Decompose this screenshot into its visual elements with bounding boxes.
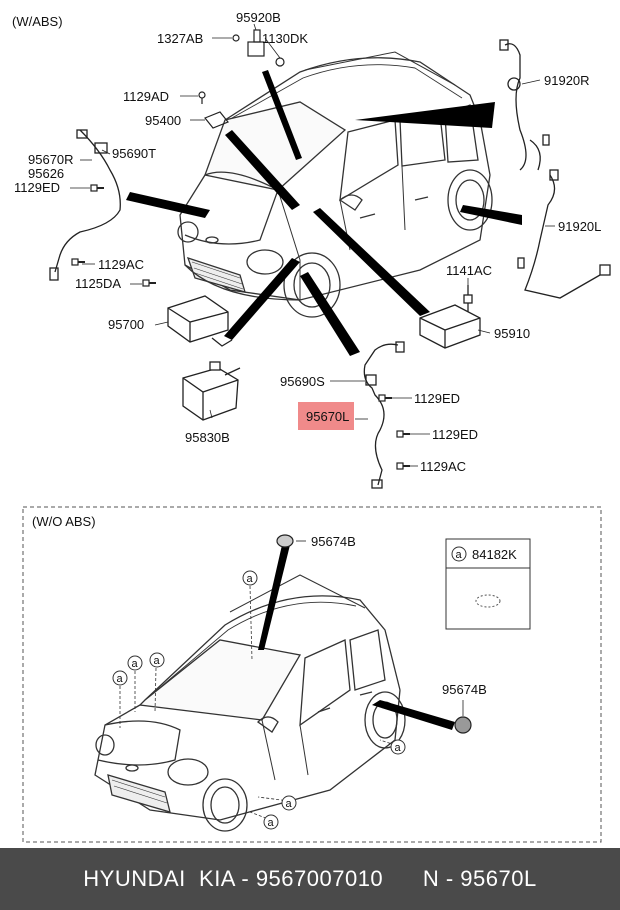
svg-text:a: a (268, 817, 275, 829)
parts-diagram: (W/ABS) (12, 10, 611, 843)
callout-a-7: a (263, 814, 279, 830)
legend-plug-icon (475, 594, 501, 608)
plug-95674B-right (454, 716, 472, 734)
part-label-1129AD: 1129AD (123, 89, 169, 104)
footer-part-number-text: HYUNDAI KIA - 9567007010 N - 95670L (83, 866, 537, 891)
part-label-95690T: 95690T (112, 146, 156, 161)
legend-callout-circle (451, 546, 467, 562)
part-95400-module (198, 91, 229, 129)
leader-wedges-noabs (258, 545, 455, 730)
callout-a-3: a (149, 652, 165, 668)
part-label-95400: 95400 (145, 113, 181, 128)
part-label-1141AC: 1141AC (446, 263, 492, 278)
part-label-95830B: 95830B (185, 430, 230, 445)
callout-a-6: a (281, 795, 297, 811)
callout-a-5: a (390, 739, 406, 755)
part-95700-box (167, 295, 233, 347)
part-95920B-sensor (232, 29, 285, 67)
part-label-84182K: 84182K (472, 547, 517, 562)
part-91920R-harness (499, 39, 550, 171)
legend-box: a 84182K (445, 538, 531, 630)
without-abs-frame (22, 506, 602, 843)
part-label-91920L: 91920L (558, 219, 601, 234)
part-label-95674B-top: 95674B (311, 534, 356, 549)
part-label-95700: 95700 (108, 317, 144, 332)
legend-callout-letter: a (456, 549, 463, 561)
car-illustration-noabs (94, 574, 406, 832)
car-illustration-abs (177, 51, 493, 318)
part-label-1129ED-a: 1129ED (414, 391, 460, 406)
part-label-95674B-right: 95674B (442, 682, 487, 697)
svg-text:a: a (395, 742, 402, 754)
part-label-1129ED-left: 1129ED (14, 180, 60, 195)
footer-bar: HYUNDAI KIA - 9567007010 N - 95670L (0, 848, 620, 910)
part-label-1129AC-right: 1129AC (420, 459, 466, 474)
part-label-1129ED-b: 1129ED (432, 427, 478, 442)
part-label-95670L: 95670L (306, 409, 349, 424)
part-label-95690S: 95690S (280, 374, 325, 389)
callout-a-4: a (112, 670, 128, 686)
part-95670R-wire (49, 129, 157, 287)
part-label-91920R: 91920R (544, 73, 590, 88)
svg-text:a: a (117, 673, 124, 685)
part-label-1327AB: 1327AB (157, 31, 203, 46)
callout-a-2: a (127, 655, 143, 671)
leader-wedges-abs (126, 70, 522, 356)
part-91920L-harness (517, 169, 611, 299)
part-label-95920B: 95920B (236, 10, 281, 25)
svg-text:a: a (132, 658, 139, 670)
section-label-without-abs: (W/O ABS) (32, 514, 96, 529)
part-95910-module (419, 285, 481, 349)
section-label-with-abs: (W/ABS) (12, 14, 63, 29)
part-label-95910: 95910 (494, 326, 530, 341)
svg-text:a: a (286, 798, 293, 810)
part-95830B-unit (182, 361, 241, 421)
part-label-95670R: 95670R (28, 152, 74, 167)
svg-text:a: a (247, 573, 254, 585)
highlight-box-95670L (298, 402, 354, 430)
part-label-1130DK: 1130DK (262, 31, 308, 46)
callout-a-1: a (242, 570, 258, 586)
leader-lines-abs (70, 23, 555, 467)
part-label-95626: 95626 (28, 166, 64, 181)
part-label-1129AC-left: 1129AC (98, 257, 144, 272)
plug-95674B-top (276, 534, 294, 548)
svg-text:a: a (154, 655, 161, 667)
part-95670L-wire (363, 341, 411, 489)
part-label-1125DA: 1125DA (75, 276, 121, 291)
